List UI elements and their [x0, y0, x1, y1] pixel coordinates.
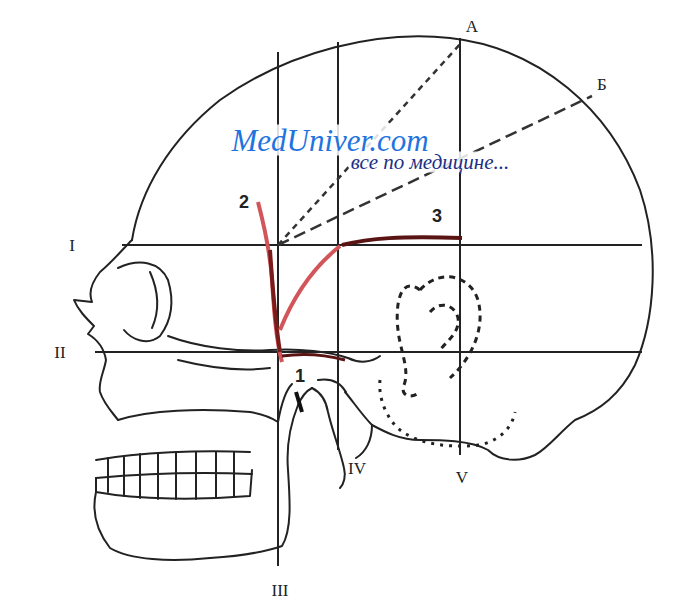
- line-number: I: [69, 237, 75, 254]
- line-number: IV: [348, 460, 366, 477]
- callout-number: 3: [432, 207, 442, 225]
- callout-number: 2: [239, 193, 249, 211]
- line-number: V: [456, 469, 468, 486]
- line-number: III: [272, 582, 289, 599]
- callout-number: 1: [295, 367, 305, 385]
- line-letter: Б: [597, 76, 607, 93]
- line-number: II: [54, 344, 65, 361]
- line-letter: А: [466, 18, 478, 35]
- watermark: все по медицине...: [349, 152, 512, 173]
